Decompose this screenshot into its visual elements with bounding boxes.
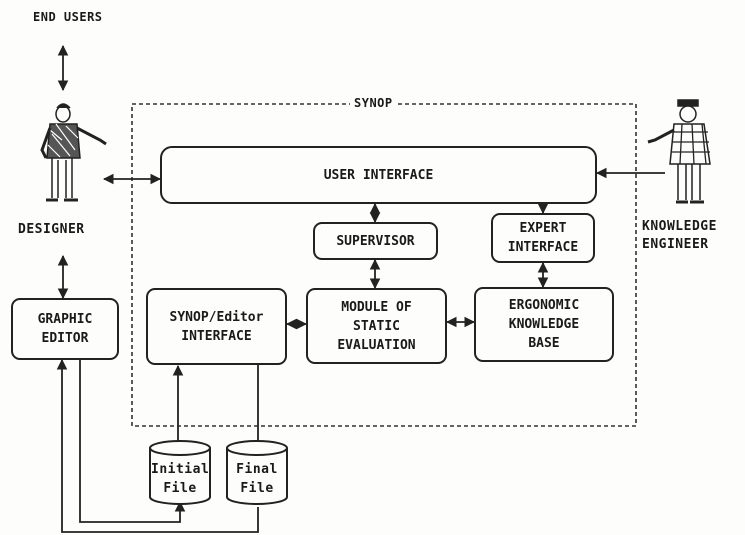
- initial-file-cylinder: [149, 440, 211, 505]
- final-file-label: Final File: [236, 462, 278, 496]
- module-static-evaluation-label: MODULE OF STATIC EVALUATION: [337, 299, 416, 353]
- person-pointing-icon: [40, 103, 107, 202]
- module-static-evaluation-box: MODULE OF STATIC EVALUATION: [306, 288, 447, 364]
- arrow-editor-initialfile: [79, 358, 186, 523]
- end-users-label: END USERS: [33, 10, 103, 24]
- expert-interface-box: EXPERT INTERFACE: [491, 213, 595, 263]
- user-interface-label: USER INTERFACE: [323, 167, 434, 183]
- synop-editor-interface-label: SYNOP/Editor INTERFACE: [169, 309, 264, 344]
- initial-file-label: Initial File: [151, 462, 210, 496]
- designer-label: DESIGNER: [18, 222, 85, 237]
- supervisor-label: SUPERVISOR: [336, 233, 415, 249]
- user-interface-box: USER INTERFACE: [160, 146, 597, 204]
- graphic-editor-box: GRAPHIC EDITOR: [11, 298, 119, 360]
- knowledge-engineer-label: KNOWLEDGE ENGINEER: [642, 219, 717, 252]
- final-file-cylinder: [226, 440, 288, 505]
- synop-label: SYNOP: [350, 96, 397, 110]
- ergonomic-kb-box: ERGONOMIC KNOWLEDGE BASE: [474, 287, 614, 362]
- expert-interface-label: EXPERT INTERFACE: [507, 221, 579, 255]
- person-with-cap-icon: [647, 99, 711, 204]
- ergonomic-kb-label: ERGONOMIC KNOWLEDGE BASE: [508, 298, 580, 351]
- supervisor-box: SUPERVISOR: [313, 222, 438, 260]
- synop-editor-interface-box: SYNOP/Editor INTERFACE: [146, 288, 287, 365]
- graphic-editor-label: GRAPHIC EDITOR: [37, 312, 93, 346]
- arrow-finalfile-editor: [56, 358, 259, 533]
